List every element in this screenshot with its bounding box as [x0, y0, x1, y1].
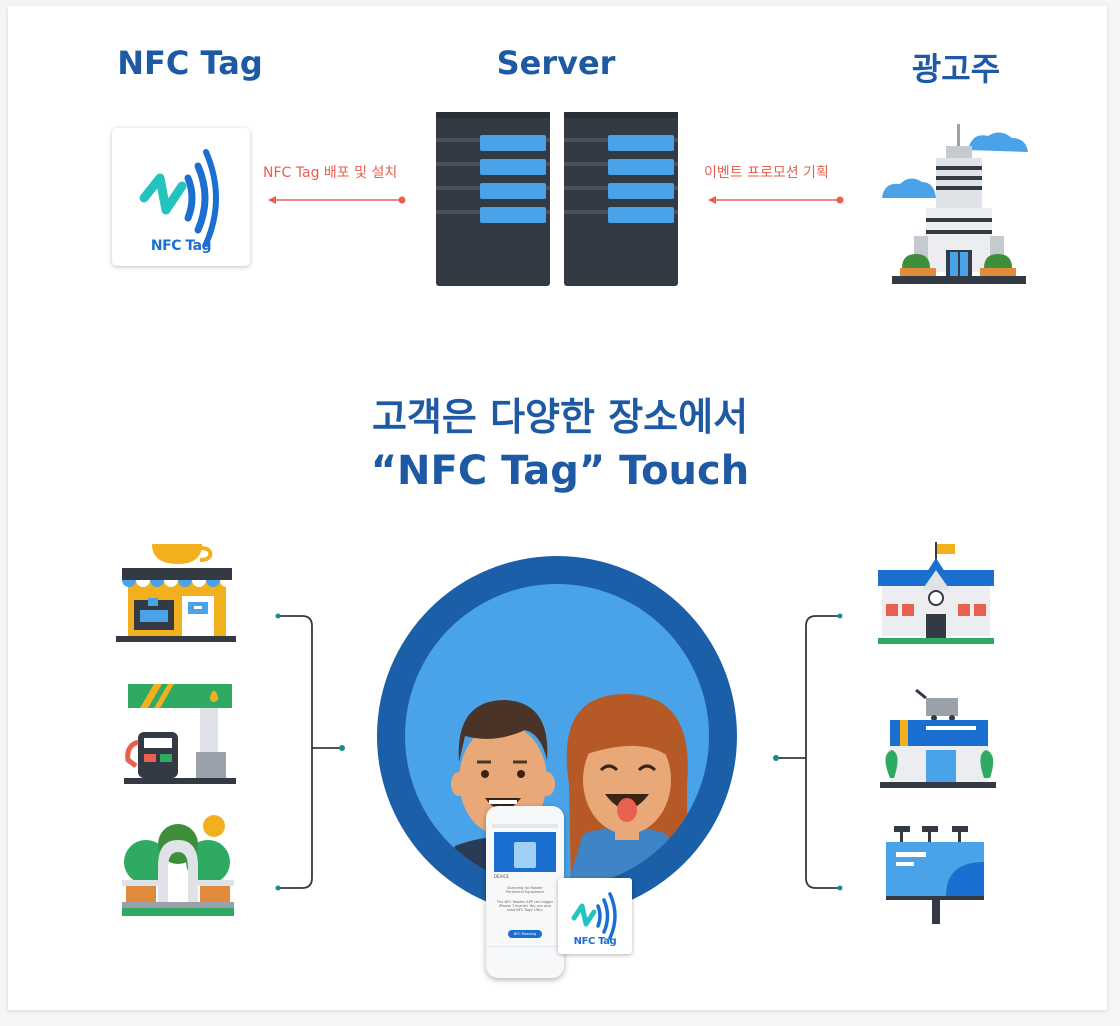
- office-building-icon: [882, 124, 1028, 284]
- customers-illustration: [437, 694, 688, 888]
- school-icon: [878, 542, 994, 644]
- small-nfc-tag-card: NFC Tag: [558, 878, 632, 954]
- phone-section-label: DEVICE: [494, 874, 509, 879]
- server-icon: [436, 112, 678, 286]
- cafe-icon: [116, 544, 236, 642]
- right-bracket-connector: [773, 613, 843, 891]
- gas-station-icon: [124, 684, 236, 784]
- promotion-arrow-label: 이벤트 프로모션 기획: [704, 165, 829, 181]
- billboard-icon: [886, 826, 984, 924]
- phone-device-image: [494, 832, 556, 872]
- nfc-tag-heading: NFC Tag: [117, 44, 263, 82]
- phone-status-bar: [492, 824, 558, 828]
- phone-scanning-text: Scanning for Reader Peripheral Equipment: [506, 886, 544, 894]
- park-gate-icon: [122, 815, 234, 916]
- phone-description: The NFC Reader APP can trigger iPhone 7 …: [496, 900, 554, 912]
- nfc-reading-button[interactable]: NFC Reading: [508, 930, 542, 938]
- nfc-tag-card: NFC Tag: [112, 128, 250, 266]
- distribute-arrow-label: NFC Tag 배포 및 설치: [263, 165, 398, 181]
- tagline-line2: “NFC Tag” Touch: [370, 448, 750, 494]
- tagline-line1: 고객은 다양한 장소에서: [371, 395, 749, 439]
- small-nfc-card-label: NFC Tag: [573, 936, 617, 947]
- smartphone: DEVICE Scanning for Reader Peripheral Eq…: [486, 806, 564, 978]
- nfc-logo-icon: [571, 892, 617, 940]
- phone-tab-bar: [486, 946, 564, 961]
- convenience-store-icon: [880, 688, 996, 788]
- server-heading: Server: [496, 44, 616, 82]
- nfc-logo-icon: [139, 149, 219, 247]
- arrow-left-icon: [708, 196, 844, 204]
- advertiser-heading: 광고주: [911, 50, 1001, 88]
- arrow-left-icon: [268, 196, 406, 204]
- nfc-card-label: NFC Tag: [150, 238, 212, 254]
- left-bracket-connector: [275, 613, 345, 891]
